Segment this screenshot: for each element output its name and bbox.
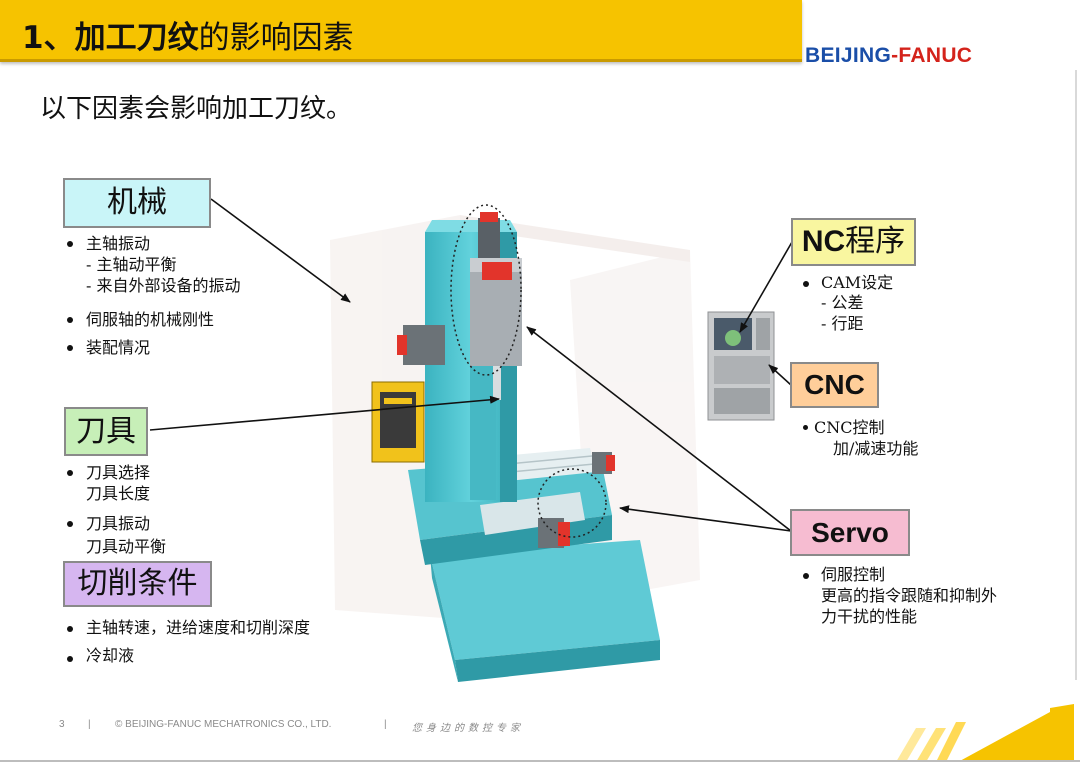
box-tool: 刀具 xyxy=(64,407,148,456)
tool-item-balance: 刀具动平衡 xyxy=(86,537,167,556)
box-servo: Servo xyxy=(790,509,910,556)
footer-separator: | xyxy=(384,719,387,730)
bullet-dot xyxy=(803,281,809,287)
servo-item-control: 伺服控制 xyxy=(821,565,886,584)
slide-title: 1、加工刀纹的影响因素 xyxy=(22,12,354,57)
bullet-dot xyxy=(67,656,73,662)
tool-magazine xyxy=(371,381,425,463)
servo-item-tracking: 更高的指令跟随和抑制外 xyxy=(821,586,998,605)
footer-copyright: © BEIJING-FANUC MECHATRONICS CO., LTD. xyxy=(115,719,332,730)
bullet-dot xyxy=(67,521,73,527)
mechanical-subitem-external-vibration: - 来自外部设备的振动 xyxy=(86,276,241,295)
decorative-stripes xyxy=(896,704,1074,762)
spindle-head xyxy=(470,212,522,400)
nc-item-cam-settings: CAM设定 xyxy=(821,273,894,292)
slide-title-bold: 1、加工刀纹 xyxy=(22,20,199,56)
box-nc-label-bold: NC xyxy=(801,225,846,258)
cnc-item-control: CNC控制 xyxy=(814,418,885,437)
right-edge-rule xyxy=(1075,70,1077,680)
mechanical-item-servo-rigidity: 伺服轴的机械刚性 xyxy=(86,310,215,329)
tool-item-length: 刀具长度 xyxy=(86,484,151,503)
arrow-nc-program xyxy=(739,241,793,333)
bullet-dot xyxy=(67,241,73,247)
servo-item-disturbance: 力干扰的性能 xyxy=(821,607,918,626)
box-mechanical: 机械 xyxy=(63,178,211,228)
tool-item-vibration: 刀具振动 xyxy=(86,514,151,533)
footer-slogan: 您身边的数控专家 xyxy=(412,723,524,734)
bullet-dot xyxy=(67,626,73,632)
machine-base xyxy=(430,540,660,682)
logo-beijing: BEIJING xyxy=(805,44,892,67)
intro-text: 以下因素会影响加工刀纹。 xyxy=(40,94,353,124)
cutting-item-speed-feed-depth: 主轴转速，进给速度和切削深度 xyxy=(86,618,311,637)
bullet-dot xyxy=(67,345,73,351)
slide-title-rest: 的影响因素 xyxy=(198,20,354,56)
servo-highlight-ellipse xyxy=(537,468,607,538)
nc-subitem-tolerance: - 公差 xyxy=(821,293,864,312)
arrow-servo-table xyxy=(619,505,792,532)
nc-subitem-pitch: - 行距 xyxy=(821,314,864,333)
box-cutting-conditions: 切削条件 xyxy=(63,561,212,607)
cutting-item-coolant: 冷却液 xyxy=(86,646,135,665)
mechanical-subitem-spindle-balance: - 主轴动平衡 xyxy=(86,255,177,274)
tool-item-selection: 刀具选择 xyxy=(86,463,151,482)
cnc-control-panel xyxy=(707,311,775,421)
mechanical-item-spindle-vibration: 主轴振动 xyxy=(86,234,151,253)
logo-separator: - xyxy=(891,44,899,67)
mechanical-item-assembly: 装配情况 xyxy=(86,338,151,357)
box-nc-label-rest: 程序 xyxy=(845,224,906,259)
arrow-cnc xyxy=(768,364,792,386)
bullet-dot xyxy=(803,425,808,430)
box-cnc: CNC xyxy=(790,362,879,408)
spindle-highlight-ellipse xyxy=(450,204,522,376)
footer-separator: | xyxy=(88,719,91,730)
arrow-mechanical xyxy=(210,198,351,303)
cnc-item-accel-decel: 加/减速功能 xyxy=(833,439,919,458)
bullet-dot xyxy=(67,470,73,476)
bullet-dot xyxy=(67,317,73,323)
arrow-tool xyxy=(149,395,500,431)
brand-logo: BEIJING-FANUC xyxy=(805,44,972,68)
logo-fanuc: FANUC xyxy=(898,44,973,67)
title-bar: 1、加工刀纹的影响因素 xyxy=(0,0,802,62)
page-number: 3 xyxy=(59,719,65,730)
bullet-dot xyxy=(803,573,809,579)
arrow-servo-spindle xyxy=(526,326,792,532)
axis-motors xyxy=(397,325,615,548)
